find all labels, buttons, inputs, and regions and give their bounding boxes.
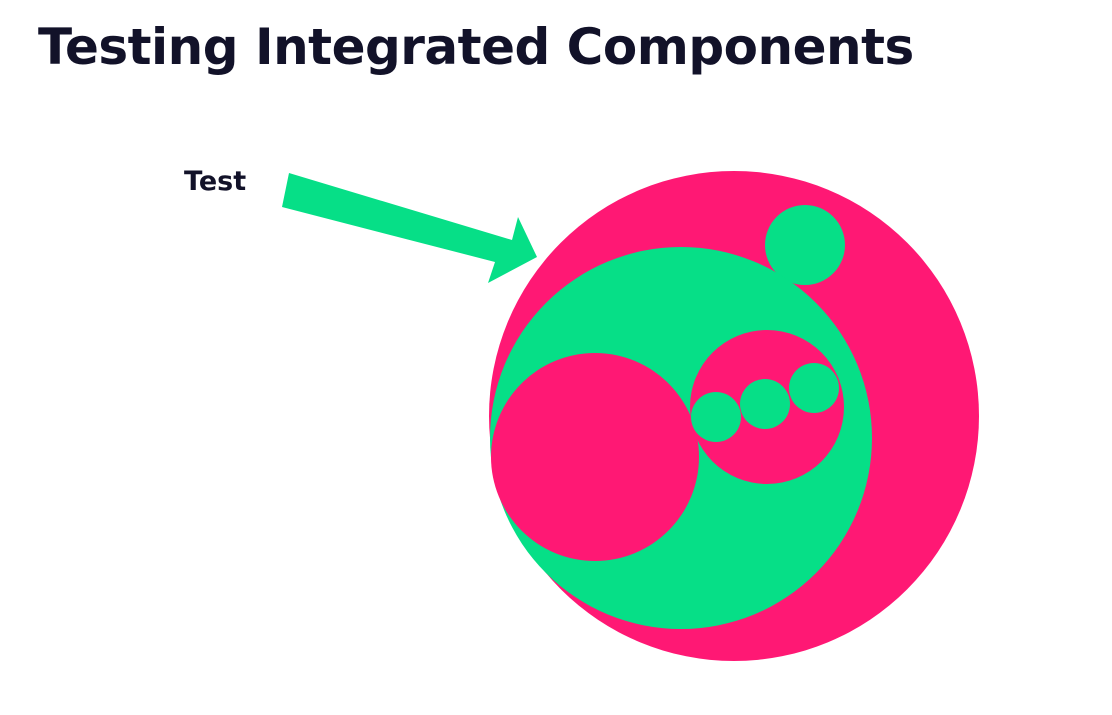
test-arrow: [282, 173, 537, 283]
test-label: Test: [184, 166, 246, 197]
unit-circle-3: [789, 363, 839, 413]
slide-title: Testing Integrated Components: [38, 18, 914, 76]
unit-circle-2: [740, 379, 790, 429]
unit-circle-1: [691, 392, 741, 442]
large-subcomponent-circle: [491, 353, 699, 561]
small-component-circle: [765, 205, 845, 285]
